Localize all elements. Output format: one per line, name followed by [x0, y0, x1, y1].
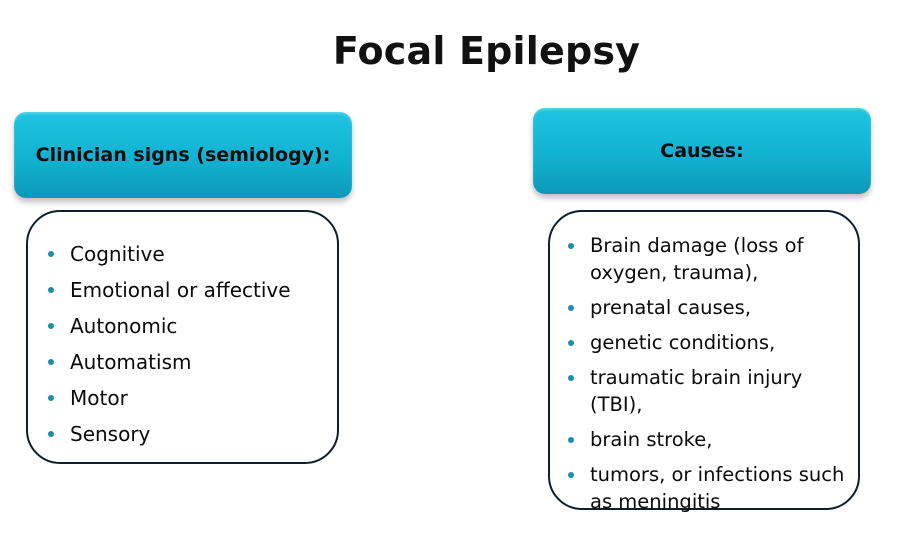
bullet-icon: [48, 251, 54, 257]
causes-list: Brain damage (loss of oxygen, trauma), p…: [566, 232, 850, 515]
semiology-list: Cognitive Emotional or affective Autonom…: [46, 240, 323, 448]
bullet-icon: [48, 431, 54, 437]
list-item: Automatism: [46, 348, 323, 376]
list-item: Autonomic: [46, 312, 323, 340]
list-item: brain stroke,: [566, 426, 850, 453]
bullet-icon: [48, 323, 54, 329]
list-item: traumatic brain injury (TBI),: [566, 364, 850, 418]
bullet-icon: [568, 472, 574, 478]
list-item-text: Emotional or affective: [70, 278, 291, 302]
list-item-text: Automatism: [70, 350, 192, 374]
bullet-icon: [48, 395, 54, 401]
bullet-icon: [568, 305, 574, 311]
list-item-text: Autonomic: [70, 314, 178, 338]
causes-header-label: Causes:: [660, 140, 744, 162]
list-item-text: traumatic brain injury (TBI),: [590, 366, 803, 416]
bullet-icon: [48, 359, 54, 365]
semiology-header: Clinician signs (semiology):: [14, 112, 352, 198]
list-item-text: Motor: [70, 386, 128, 410]
semiology-header-label: Clinician signs (semiology):: [35, 144, 331, 166]
list-item-text: prenatal causes,: [590, 296, 752, 319]
page-title: Focal Epilepsy: [332, 29, 641, 73]
causes-list-box: Brain damage (loss of oxygen, trauma), p…: [548, 210, 860, 513]
bullet-icon: [568, 340, 574, 346]
list-item-text: brain stroke,: [590, 428, 713, 451]
list-item: Sensory: [46, 420, 323, 448]
bullet-icon: [48, 287, 54, 293]
list-item: Emotional or affective: [46, 276, 323, 304]
causes-header: Causes:: [533, 108, 871, 194]
list-item: genetic conditions,: [566, 329, 850, 356]
list-item-text: tumors, or infections such as meningitis: [590, 463, 845, 513]
list-item: prenatal causes,: [566, 294, 850, 321]
list-item: Cognitive: [46, 240, 323, 268]
list-item-text: Sensory: [70, 422, 151, 446]
bullet-icon: [568, 375, 574, 381]
semiology-list-box: Cognitive Emotional or affective Autonom…: [26, 210, 339, 464]
list-item-text: Brain damage (loss of oxygen, trauma),: [590, 234, 804, 284]
list-item: Motor: [46, 384, 323, 412]
list-item: Brain damage (loss of oxygen, trauma),: [566, 232, 850, 286]
list-item: tumors, or infections such as meningitis: [566, 461, 850, 515]
bullet-icon: [568, 243, 574, 249]
bullet-icon: [568, 437, 574, 443]
list-item-text: genetic conditions,: [590, 331, 776, 354]
list-item-text: Cognitive: [70, 242, 165, 266]
